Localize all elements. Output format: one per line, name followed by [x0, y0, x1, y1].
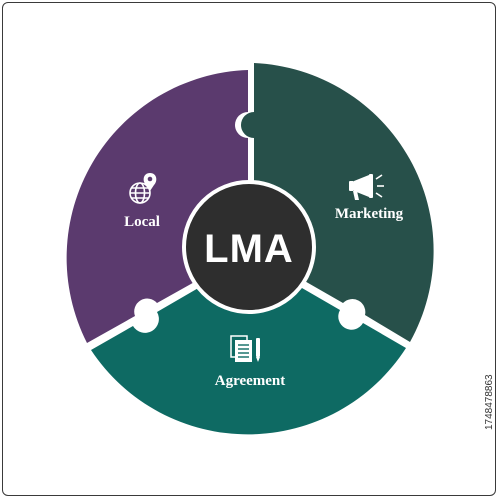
center-label: LMA [204, 227, 294, 271]
stock-id: 1748478863 [484, 374, 495, 430]
segment-agreement-label: Agreement [215, 373, 286, 389]
image-frame [2, 2, 496, 496]
segment-local-label: Local [124, 214, 160, 230]
segment-marketing-label: Marketing [335, 206, 404, 222]
segment-marketing [241, 63, 434, 342]
document-pen-icon [230, 335, 260, 362]
megaphone-icon [349, 174, 384, 200]
globe-pin-icon [129, 173, 157, 204]
center-circle [182, 180, 316, 314]
